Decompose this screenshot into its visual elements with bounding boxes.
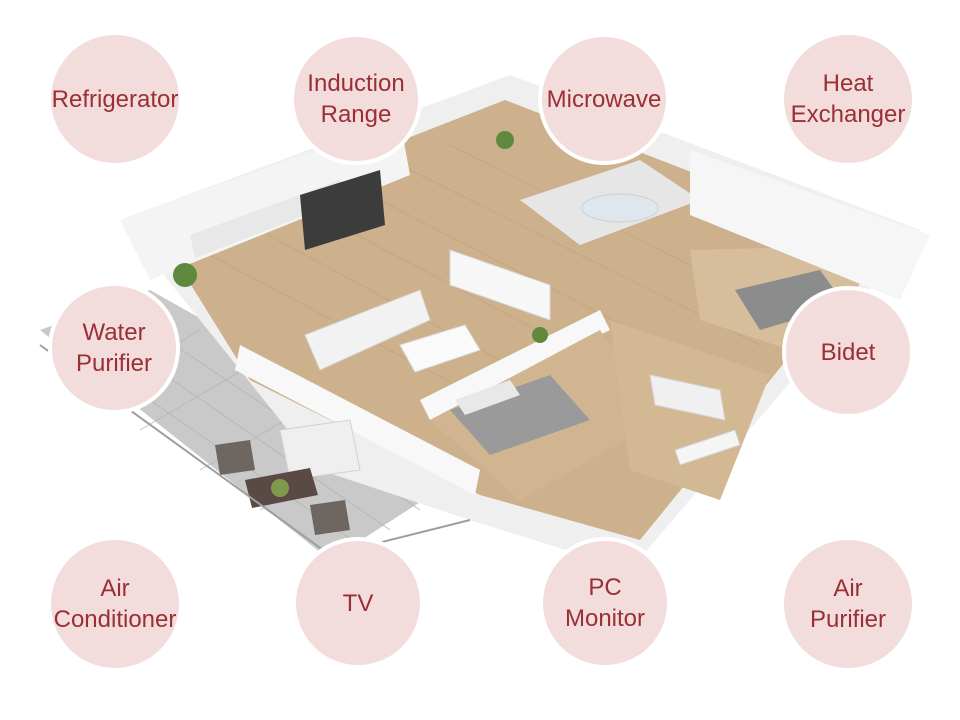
bubble-pc-monitor: PC Monitor xyxy=(539,537,671,669)
bedroom-middle-bed xyxy=(450,375,590,455)
terrace-sofa xyxy=(279,419,361,481)
bubble-bidet: Bidet xyxy=(782,286,914,418)
plant-1 xyxy=(173,263,197,287)
bookshelf xyxy=(449,249,551,321)
study-desk xyxy=(674,429,741,466)
bubble-air-conditioner: Air Conditioner xyxy=(51,540,179,668)
label-tv: TV xyxy=(342,589,374,617)
terrace-chair-1 xyxy=(215,440,255,475)
label-air-purifier: Air Purifier xyxy=(809,575,887,633)
label-air-conditioner: Air Conditioner xyxy=(53,575,177,633)
bubble-air-purifier: Air Purifier xyxy=(784,540,912,668)
label-pc-monitor: PC Monitor xyxy=(564,574,646,632)
interior-wall xyxy=(235,345,480,495)
sofa xyxy=(304,289,431,371)
plant-3 xyxy=(532,327,548,343)
bubble-microwave: Microwave xyxy=(538,33,670,165)
bubble-refrigerator: Refrigerator xyxy=(51,35,179,163)
label-refrigerator: Refrigerator xyxy=(51,85,179,113)
bubble-tv: TV xyxy=(292,537,424,669)
bubble-induction-range: Induction Range xyxy=(290,33,422,165)
label-induction-range: Induction Range xyxy=(307,70,405,128)
coffee-table xyxy=(399,324,481,373)
plant-2 xyxy=(496,131,514,149)
bathtub xyxy=(581,193,659,223)
bubble-water-purifier: Water Purifier xyxy=(48,282,180,414)
label-microwave: Microwave xyxy=(546,85,662,113)
kitchen-cabinets xyxy=(300,170,385,250)
bubble-heat-exchanger: Heat Exchanger xyxy=(784,35,912,163)
label-heat-exchanger: Heat Exchanger xyxy=(790,70,906,128)
bedroom-right-wall xyxy=(690,150,930,300)
study-sofa xyxy=(649,374,726,421)
bedroom-middle-pillows xyxy=(455,380,520,415)
label-bidet: Bidet xyxy=(820,338,876,366)
interior-wall-2 xyxy=(420,310,610,420)
label-water-purifier: Water Purifier xyxy=(75,319,153,377)
bedroom-right-bed xyxy=(735,270,845,330)
plant-4 xyxy=(271,479,289,497)
terrace-chair-2 xyxy=(310,500,350,535)
